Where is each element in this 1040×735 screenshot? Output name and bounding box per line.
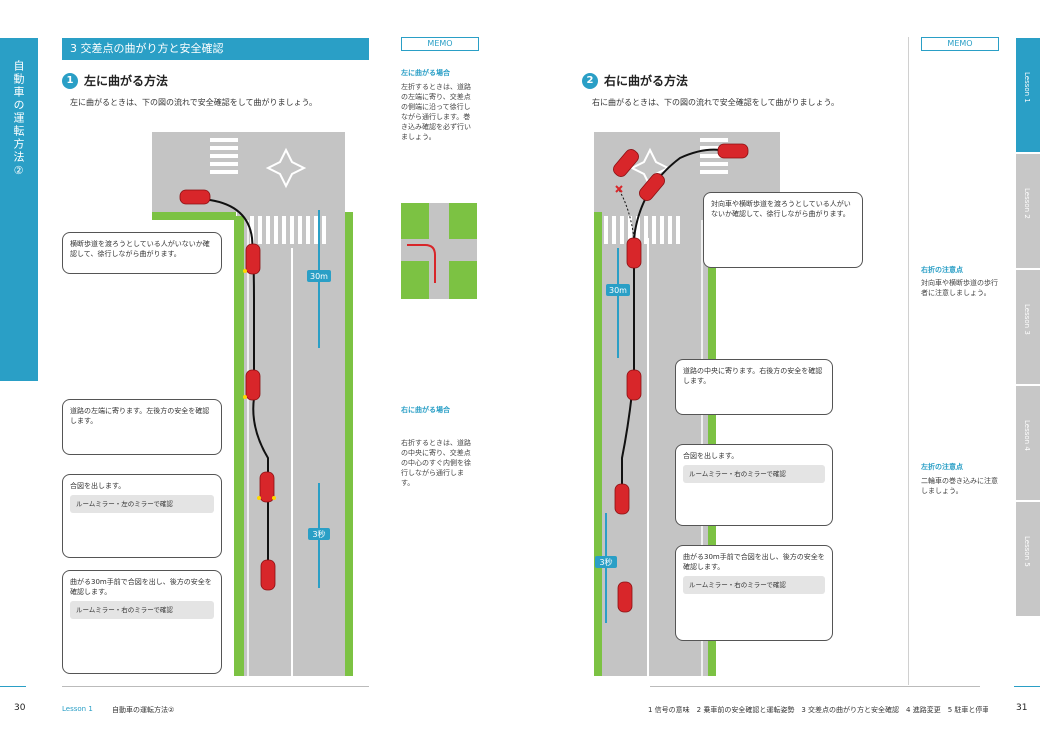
- right-heading: 2 右に曲がる方法: [582, 72, 688, 89]
- right-distance-3s: 3秒: [599, 557, 612, 567]
- right-distance-30m: 30m: [609, 286, 627, 295]
- memo-right-title-2: 左折の注意点: [921, 463, 963, 471]
- left-lead: 左に曲がるときは、下の図の流れで安全確認をして曲がりましょう。: [70, 98, 318, 107]
- left-heading-title: 左に曲がる方法: [84, 74, 169, 88]
- lesson-tab-5[interactable]: Lesson 5: [1016, 502, 1040, 616]
- memo-label-right: MEMO: [921, 37, 999, 51]
- lesson-tab-3[interactable]: Lesson 3: [1016, 270, 1040, 384]
- footer-rule-right-short: [1014, 686, 1040, 687]
- left-callout-1: 横断歩道を渡ろうとしている人がいないか確認して、徐行しながら曲がります。: [62, 232, 222, 274]
- right-callout-2: 道路の中央に寄ります。右後方の安全を確認します。: [675, 359, 833, 415]
- memo-right-title-1: 右折の注意点: [921, 266, 963, 274]
- right-lead: 右に曲がるときは、下の図の流れで安全確認をして曲がりましょう。: [592, 98, 840, 107]
- lesson-tabs: Lesson 1 Lesson 2 Lesson 3 Lesson 4 Less…: [1016, 38, 1040, 618]
- right-heading-number: 2: [582, 72, 598, 89]
- right-heading-title: 右に曲がる方法: [604, 74, 689, 88]
- memo-right-text-1: 対向車や横断歩道の歩行者に注意しましょう。: [921, 279, 998, 297]
- footer-rule-right: [650, 686, 980, 687]
- page-number-right: 31: [1016, 703, 1028, 713]
- memo-left-title-1: 左に曲がる場合: [401, 69, 450, 77]
- left-heading-number: 1: [62, 72, 78, 89]
- memo-left-title-2: 右に曲がる場合: [401, 406, 450, 414]
- lesson-tab-2[interactable]: Lesson 2: [1016, 154, 1040, 268]
- footer-lesson-left: Lesson 1: [62, 705, 93, 713]
- left-distance-3s: 3秒: [312, 529, 325, 539]
- right-callout-4-check: ルームミラー・右のミラーで確認: [683, 576, 825, 594]
- memo-right-text-2: 二輪車の巻き込みに注意しましょう。: [921, 477, 998, 495]
- lesson-tab-1[interactable]: Lesson 1: [1016, 38, 1040, 152]
- left-heading: 1 左に曲がる方法: [62, 72, 168, 89]
- chapter-side-tab-label: 自動車の運転方法②: [12, 60, 25, 179]
- left-callout-4: 曲がる30m手前で合図を出し、後方の安全を確認します。 ルームミラー・右のミラー…: [62, 570, 222, 674]
- footer-title-left: 自動車の運転方法②: [112, 706, 175, 714]
- left-callout-2: 道路の左端に寄ります。左後方の安全を確認します。: [62, 399, 222, 455]
- section-header: 3 交差点の曲がり方と安全確認: [62, 38, 369, 60]
- left-callout-4-check: ルームミラー・右のミラーで確認: [70, 601, 214, 619]
- right-callout-1: 対向車や横断歩道を渡ろうとしている人がいないか確認して、徐行しながら曲がります。: [703, 192, 863, 268]
- right-callout-4: 曲がる30m手前で合図を出し、後方の安全を確認します。 ルームミラー・右のミラー…: [675, 545, 833, 641]
- memo-label-left: MEMO: [401, 37, 479, 51]
- memo-left-text-1: 左折するときは、道路の左端に寄り、交差点の側端に沿って徐行しながら通行します。巻…: [401, 83, 471, 141]
- memo-left-mini-map: [401, 203, 477, 299]
- memo-divider-right: [908, 37, 909, 685]
- left-callout-3-check: ルームミラー・左のミラーで確認: [70, 495, 214, 513]
- right-callout-3-check: ルームミラー・右のミラーで確認: [683, 465, 825, 483]
- right-callout-3: 合図を出します。 ルームミラー・右のミラーで確認: [675, 444, 833, 526]
- chapter-side-tab: 自動車の運転方法②: [0, 38, 38, 381]
- lesson-tab-4[interactable]: Lesson 4: [1016, 386, 1040, 500]
- memo-left-text-2: 右折するときは、道路の中央に寄り、交差点の中心のすぐ内側を徐行しながら通行します…: [401, 439, 471, 487]
- left-callout-3: 合図を出します。 ルームミラー・左のミラーで確認: [62, 474, 222, 558]
- footer-rule-left-short: [0, 686, 26, 687]
- page-number-left: 30: [14, 703, 26, 713]
- left-distance-30m: 30m: [310, 272, 328, 281]
- footer-index-right: 1 信号の意味 2 乗車前の安全確認と運転姿勢 3 交差点の曲がり方と安全確認 …: [648, 706, 988, 714]
- left-turn-diagram: 30m 3秒: [152, 132, 353, 676]
- footer-rule-left: [62, 686, 369, 687]
